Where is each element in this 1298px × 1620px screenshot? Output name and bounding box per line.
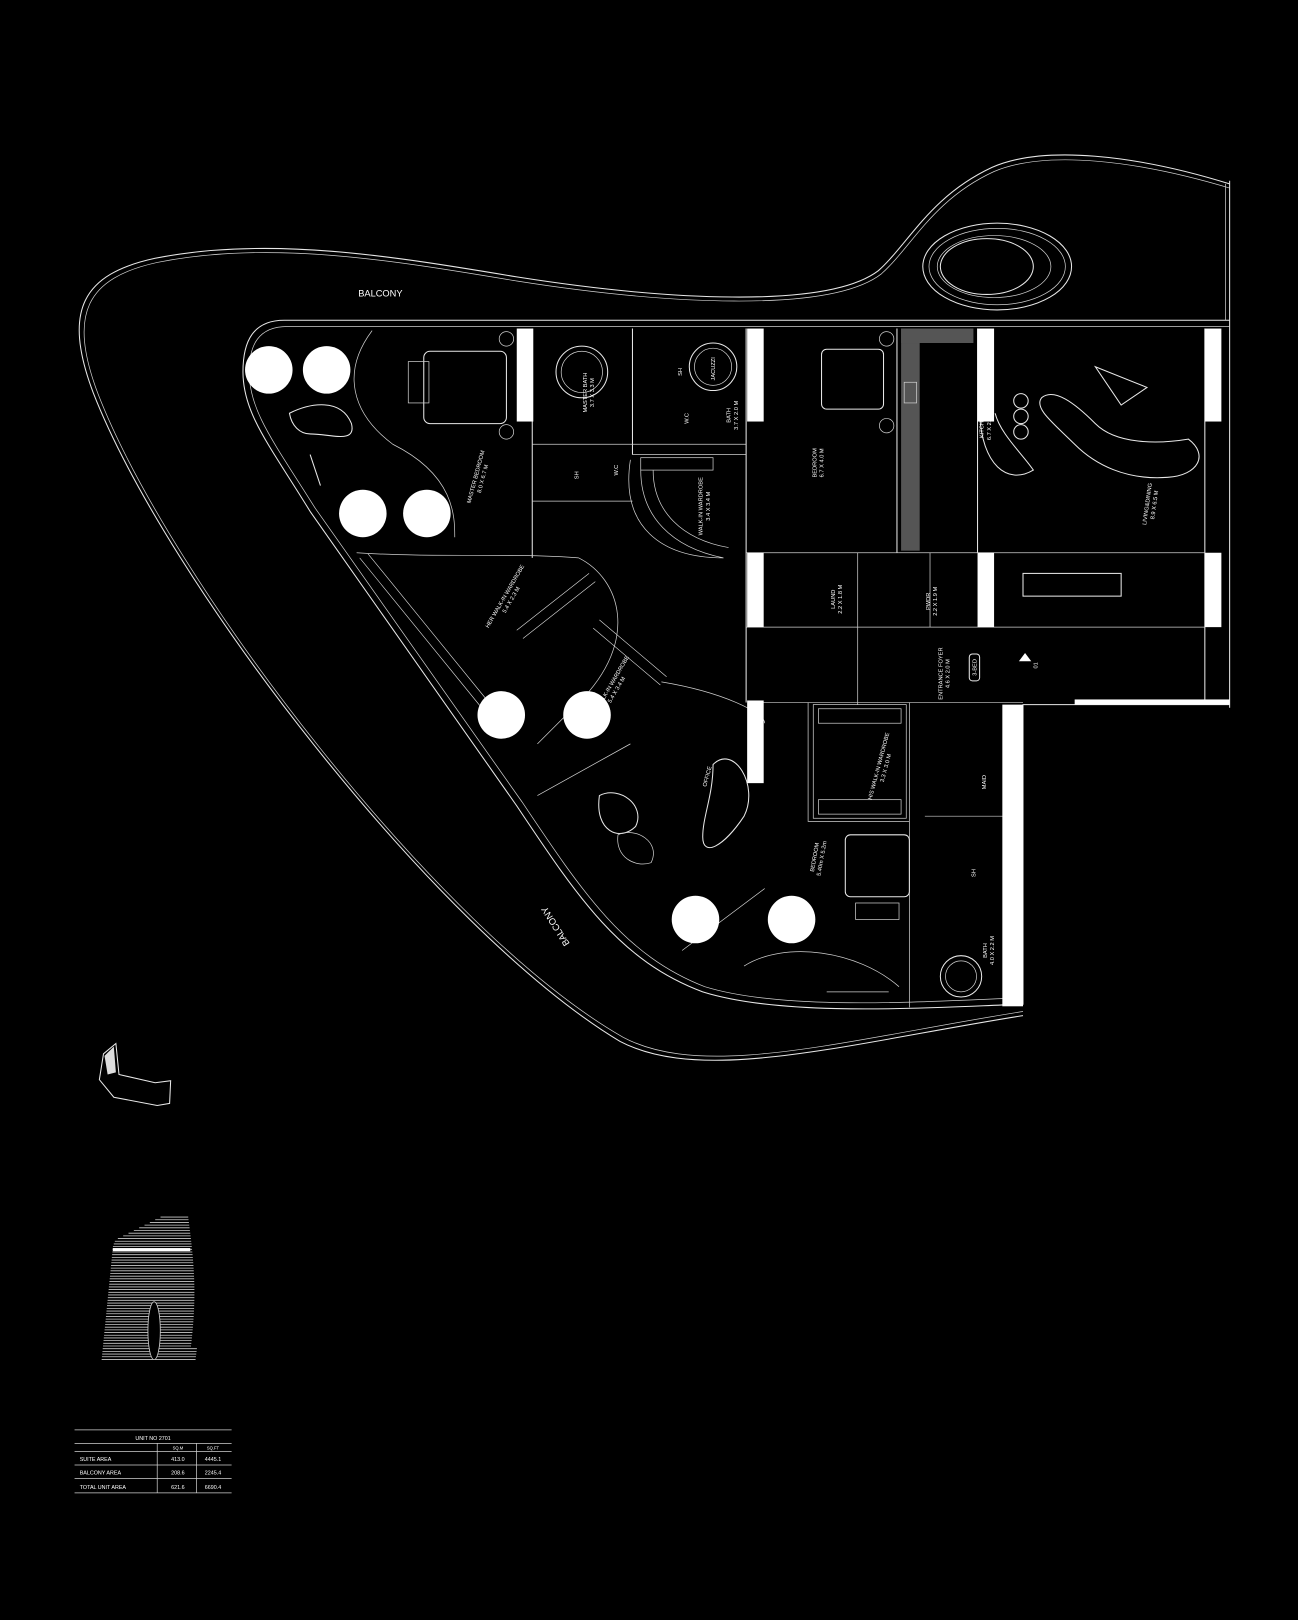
room-name: W.C <box>684 413 690 424</box>
bed-count-badge: 3-BED <box>973 659 979 676</box>
room-name: HIS WALK-IN WARDROBE <box>591 655 631 718</box>
entrance-badge: 3-BED <box>968 653 981 682</box>
header-sqm: SQ.M <box>173 1446 184 1451</box>
room-name: BATH <box>727 408 733 423</box>
building-walls <box>242 319 1230 1010</box>
room-name: MAID <box>982 775 988 789</box>
row-label: SUITE AREA <box>80 1457 112 1463</box>
room-size: 3.4 X 3.4 M <box>706 491 712 520</box>
room-size: 4.6 X 2.0 M <box>946 659 952 688</box>
pool <box>922 222 1073 311</box>
room-name: MASTER BATH <box>583 373 589 413</box>
header-sqft: SQ.FT <box>207 1446 220 1451</box>
room-name: BEDROOM <box>812 448 818 478</box>
tower-opening <box>147 1301 161 1361</box>
unit-marker: 01 <box>1018 652 1039 669</box>
room-name: ENTRANCE FOYER <box>938 647 944 699</box>
row-sqm: 413.0 <box>171 1457 184 1463</box>
room-name: JACUZZI <box>711 357 717 381</box>
row-sqft: 2245.4 <box>205 1470 221 1476</box>
room-name: PWDR <box>926 593 932 610</box>
balcony-label-top: BALCONY <box>358 289 402 299</box>
row-sqm: 621.6 <box>171 1485 184 1491</box>
round-columns <box>245 346 816 944</box>
room-size: 6.7 X 4.0 M <box>820 448 826 477</box>
table-title: UNIT NO 2701 <box>135 1436 170 1442</box>
key-plan-floor <box>98 1042 172 1107</box>
furniture <box>288 330 1200 998</box>
room-size: 2.2 X 1.9 M <box>933 587 939 616</box>
room-size: 3.7 X 3.3 M <box>590 378 596 407</box>
kitchen-counter <box>901 328 1035 551</box>
key-plan-tower-elevation <box>101 1216 197 1361</box>
current-floor-highlight <box>112 1248 191 1252</box>
balcony-label-bottom: BALCONY <box>540 905 572 948</box>
row-label: BALCONY AREA <box>80 1470 122 1476</box>
room-name: HER WALK-IN WARDROBE <box>485 564 526 629</box>
room-size: 6.7 X 2.3 M <box>987 411 993 440</box>
row-sqft: 4445.1 <box>205 1457 221 1463</box>
room-name: WALK-IN WARDROBE <box>699 477 705 535</box>
room-name: W.C <box>1017 871 1023 882</box>
room-name: BEDROOM <box>810 842 821 872</box>
balcony-outline <box>78 154 1231 1061</box>
row-label: TOTAL UNIT AREA <box>80 1485 127 1491</box>
room-size: 8.9 X 6.5 M <box>1150 490 1160 520</box>
room-name: LIVING&DINING <box>1142 483 1154 526</box>
area-table: UNIT NO 2701 SQ.M SQ.FT SUITE AREA 413.0… <box>74 1429 232 1494</box>
wardrobe-shelving <box>359 457 907 819</box>
row-sqft: 6690.4 <box>205 1485 221 1491</box>
room-name: KITCHEN <box>980 413 986 438</box>
room-size: 3.7 X 2.0 M <box>734 401 740 430</box>
unit-number-marker: 01 <box>1033 662 1039 668</box>
room-name: LAUND <box>831 590 837 609</box>
room-size: 4.0 X 2.2 M <box>990 936 996 965</box>
room-name: W.C <box>614 465 620 476</box>
room-name: SH <box>575 471 581 479</box>
room-size: 2.2 X 1.8 M <box>838 584 844 613</box>
row-sqm: 208.6 <box>171 1470 184 1476</box>
structural-columns <box>516 328 1230 1007</box>
room-name: BATH <box>983 943 989 958</box>
room-name: OFFICE <box>702 766 713 788</box>
room-name: SH <box>678 368 684 376</box>
room-name: SH <box>971 869 977 877</box>
